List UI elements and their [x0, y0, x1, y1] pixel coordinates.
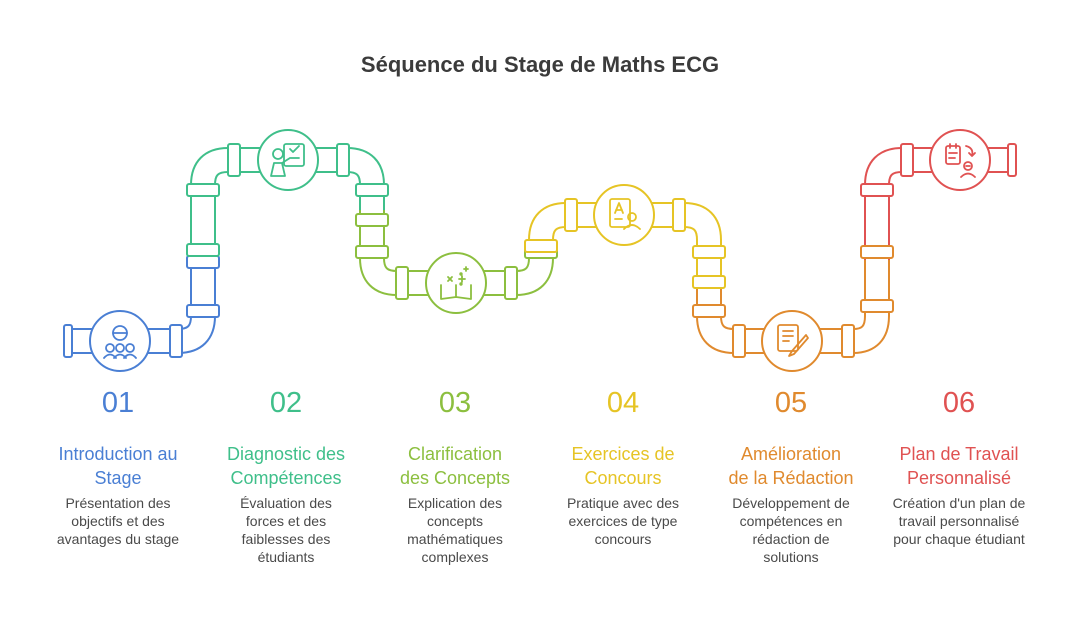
pipe-collar: [860, 183, 894, 197]
pipe-collar: [186, 243, 220, 257]
group-icon: [89, 310, 151, 372]
step-description-line: forces et des: [245, 513, 327, 529]
personal-plan-icon: [929, 129, 991, 191]
step-number: 03: [438, 387, 472, 419]
step-description-line: Création d'un plan de: [892, 495, 1026, 511]
step-description: Développement de compétences en rédaction …: [716, 494, 866, 566]
step-description-line: solutions: [763, 549, 819, 565]
pipe-collar: [395, 266, 409, 300]
teacher-board-icon: [257, 129, 319, 191]
step-description-line: complexes: [421, 549, 489, 565]
step-description-line: rédaction de: [752, 531, 830, 547]
step-title-line: de la Rédaction: [728, 468, 854, 488]
pipe-collar: [355, 183, 389, 197]
step-description-line: compétences en: [739, 513, 843, 529]
step-description-line: objectifs et des: [71, 513, 165, 529]
pipe-collar: [672, 198, 686, 232]
step-number: 02: [269, 387, 303, 419]
exam-paper-icon: [593, 184, 655, 246]
step-description: Explication des concepts mathématiques comp…: [380, 494, 530, 566]
pipe-collar: [860, 245, 894, 259]
step-title-line: Plan de Travail: [899, 444, 1019, 464]
writing-document-icon: [761, 310, 823, 372]
pipe-collar: [186, 304, 220, 318]
step-title-line: Introduction au: [58, 444, 178, 464]
pipe-collar: [692, 275, 726, 289]
pipe-collar: [336, 143, 350, 177]
step-title-line: Exercices de: [571, 444, 675, 464]
step-title-line: Concours: [584, 468, 662, 488]
step-description-line: exercices de type: [568, 513, 678, 529]
pipe-collar: [564, 198, 578, 232]
step-title-line: Diagnostic des: [226, 444, 346, 464]
pipe-collar: [355, 213, 389, 227]
step-title: Introduction au Stage: [33, 442, 203, 490]
step-description: Pratique avec des exercices de type concou…: [548, 494, 698, 548]
pipe-collar: [692, 245, 726, 259]
pipe-collar: [227, 143, 241, 177]
step-title-line: Stage: [94, 468, 142, 488]
pipe-collar: [841, 324, 855, 358]
step-title: Exercices de Concours: [538, 442, 708, 490]
step-title-line: Amélioration: [740, 444, 842, 464]
step-description-line: concepts: [426, 513, 484, 529]
pipe-collar: [169, 324, 183, 358]
pipe-end-cap: [63, 324, 73, 358]
step-title-line: des Concepts: [399, 468, 511, 488]
step-description-line: pour chaque étudiant: [893, 531, 1025, 547]
pipe-collar: [355, 245, 389, 259]
step-description-line: Évaluation des: [240, 495, 332, 511]
step-description-line: Développement de: [732, 495, 850, 511]
pipe-collar: [692, 304, 726, 318]
step-title: Clarification des Concepts: [370, 442, 540, 490]
step-description: Création d'un plan de travail personnalis…: [884, 494, 1034, 548]
pipe-collar: [860, 299, 894, 313]
step-title: Amélioration de la Rédaction: [706, 442, 876, 490]
step-description-line: travail personnalisé: [898, 513, 1020, 529]
math-book-icon: [425, 252, 487, 314]
pipe-collar: [900, 143, 914, 177]
diagram-title: Séquence du Stage de Maths ECG: [360, 52, 720, 77]
step-description: Présentation des objectifs et des avantage…: [43, 494, 193, 548]
pipe-collar: [186, 183, 220, 197]
step-title-line: Personnalisé: [906, 468, 1012, 488]
step-number: 01: [101, 387, 135, 419]
step-description: Évaluation des forces et des faiblesses de…: [211, 494, 361, 566]
pipe-collar: [732, 324, 746, 358]
step-title-line: Compétences: [230, 468, 342, 488]
pipe-collar: [524, 239, 558, 253]
step-description-line: Présentation des: [65, 495, 171, 511]
step-number: 06: [942, 387, 976, 419]
step-description-line: étudiants: [257, 549, 315, 565]
step-description-line: Explication des: [407, 495, 503, 511]
pipe-collar: [186, 255, 220, 269]
step-description-line: avantages du stage: [56, 531, 180, 547]
step-description-line: mathématiques: [407, 531, 503, 547]
pipe-collar: [504, 266, 518, 300]
step-title-line: Clarification: [407, 444, 503, 464]
step-number: 04: [606, 387, 640, 419]
pipe-end-cap: [1007, 143, 1017, 177]
step-number: 05: [774, 387, 808, 419]
step-description-line: Pratique avec des: [566, 495, 680, 511]
pipeline-diagram: [63, 129, 1017, 372]
step-description-line: faiblesses des: [241, 531, 331, 547]
step-description-line: concours: [594, 531, 652, 547]
